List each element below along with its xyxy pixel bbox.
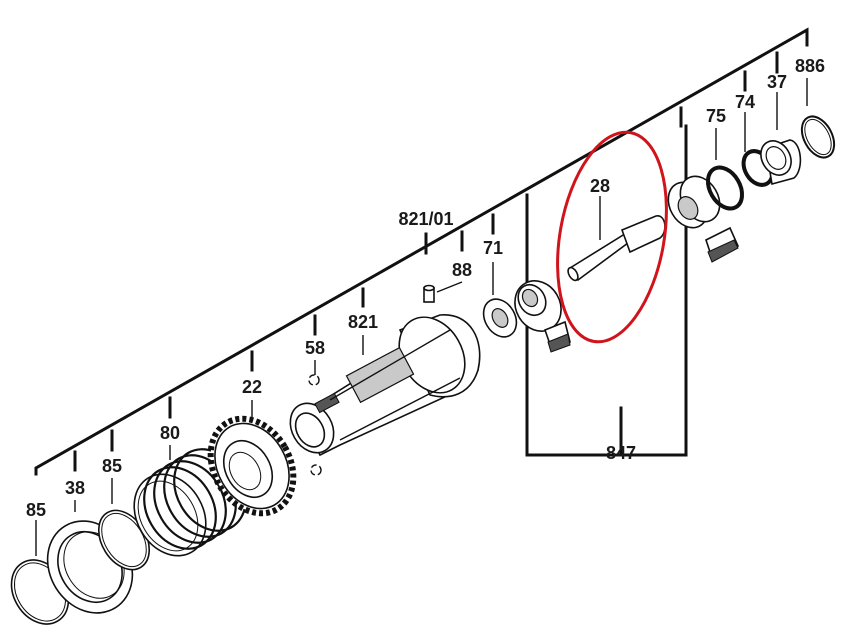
label-886: 886 [795, 56, 825, 76]
label-58: 58 [305, 338, 325, 358]
bearing-75 [667, 175, 740, 263]
label-75: 75 [706, 106, 726, 126]
label-37: 37 [767, 72, 787, 92]
label-847: 847 [606, 443, 636, 463]
label-38: 38 [65, 478, 85, 498]
gear-22 [207, 415, 297, 517]
label-88: 88 [452, 260, 472, 280]
clips-58 [308, 374, 322, 476]
label-74: 74 [735, 92, 755, 112]
bushing-37 [741, 139, 802, 187]
o-ring-74 [705, 165, 745, 211]
snap-ring-886 [800, 115, 836, 159]
label-22: 22 [242, 377, 262, 397]
shaft-28 [567, 215, 666, 282]
label-821-01: 821/01 [398, 209, 453, 229]
bearing-71 [482, 298, 518, 338]
label-71: 71 [483, 238, 503, 258]
highlight-circle [556, 130, 668, 344]
pin-88 [423, 284, 435, 303]
label-28: 28 [590, 176, 610, 196]
label-85-right: 85 [102, 456, 122, 476]
label-80: 80 [160, 423, 180, 443]
bearing-847 [514, 280, 571, 353]
label-821: 821 [348, 312, 378, 332]
spindle-821 [289, 314, 481, 457]
label-85-left: 85 [26, 500, 46, 520]
leader-lines [34, 27, 809, 556]
